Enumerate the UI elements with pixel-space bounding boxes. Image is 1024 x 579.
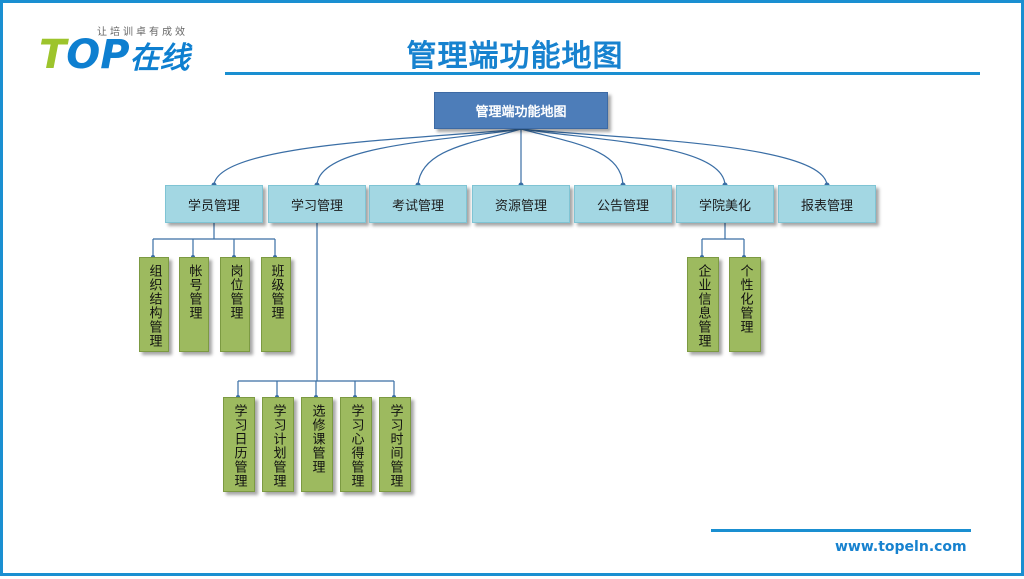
leaf-node: 学习计划管理	[262, 397, 294, 492]
footer-divider	[711, 529, 971, 532]
connector-student-children	[152, 223, 276, 257]
root-node-label: 管理端功能地图	[475, 105, 567, 120]
module-label: 公告管理	[596, 198, 649, 214]
module-node-resource: 资源管理	[472, 185, 570, 223]
page-title: 管理端功能地图	[406, 39, 624, 74]
leaf-label: 企业信息管理	[695, 264, 711, 348]
root-node: 管理端功能地图	[434, 92, 608, 129]
connector-lines	[151, 128, 830, 399]
footer-url[interactable]: www.topeln.com	[835, 539, 967, 555]
module-node-exam: 考试管理	[369, 185, 467, 223]
title-divider	[225, 72, 980, 75]
leaf-node: 学习心得管理	[340, 397, 372, 492]
leaf-node: 选修课管理	[301, 397, 333, 492]
logo-mark: TOP在线	[39, 33, 190, 81]
connector-learning-children	[237, 223, 395, 397]
leaf-node: 班级管理	[261, 257, 291, 352]
leaf-label: 学习日历管理	[231, 404, 247, 488]
leaf-node: 学习时间管理	[379, 397, 411, 492]
leaf-label: 学习计划管理	[270, 404, 286, 488]
module-label: 考试管理	[391, 198, 444, 214]
module-label: 学员管理	[187, 198, 240, 214]
module-node-learning: 学习管理	[268, 185, 366, 223]
logo-mark-op: OP	[66, 32, 130, 78]
leaf-label: 学习心得管理	[348, 404, 364, 488]
leaf-node: 企业信息管理	[687, 257, 719, 352]
logo-mark-t: T	[39, 32, 67, 78]
leaf-node: 学习日历管理	[223, 397, 255, 492]
connector-root-module-1	[213, 128, 522, 186]
connector-root-module-2	[316, 128, 522, 186]
logo: 让培训卓有成效 TOP在线	[37, 21, 237, 81]
module-label: 学院美化	[698, 198, 751, 214]
leaf-label: 个性化管理	[737, 264, 753, 334]
leaf-label: 班级管理	[268, 264, 284, 320]
leaf-label: 组织结构管理	[146, 264, 162, 348]
leaf-label: 学习时间管理	[387, 404, 403, 488]
module-label: 资源管理	[494, 198, 547, 214]
leaf-label: 岗位管理	[227, 264, 243, 320]
leaf-node: 个性化管理	[729, 257, 761, 352]
connector-root-module-3	[417, 128, 522, 186]
module-node-academy: 学院美化	[676, 185, 774, 223]
logo-tagline: 让培训卓有成效	[97, 27, 188, 38]
function-map-diagram: 管理端功能地图 学员管理 学习管理 考试管理 资源管理 公告管理 学院美化 报表…	[3, 3, 1024, 579]
leaf-label: 选修课管理	[309, 404, 325, 474]
leaf-node: 组织结构管理	[139, 257, 169, 352]
module-node-notice: 公告管理	[574, 185, 672, 223]
leaf-node: 帐号管理	[179, 257, 209, 352]
connector-root-module-7	[520, 128, 828, 186]
module-node-report: 报表管理	[778, 185, 876, 223]
connector-root-module-6	[520, 128, 726, 186]
connector-academy-children	[701, 223, 745, 257]
module-node-student: 学员管理	[165, 185, 263, 223]
logo-mark-cn: 在线	[129, 41, 190, 76]
connector-root-module-5	[520, 128, 624, 186]
leaf-label: 帐号管理	[186, 264, 202, 320]
module-label: 学习管理	[290, 198, 343, 214]
module-label: 报表管理	[800, 198, 853, 214]
leaf-node: 岗位管理	[220, 257, 250, 352]
